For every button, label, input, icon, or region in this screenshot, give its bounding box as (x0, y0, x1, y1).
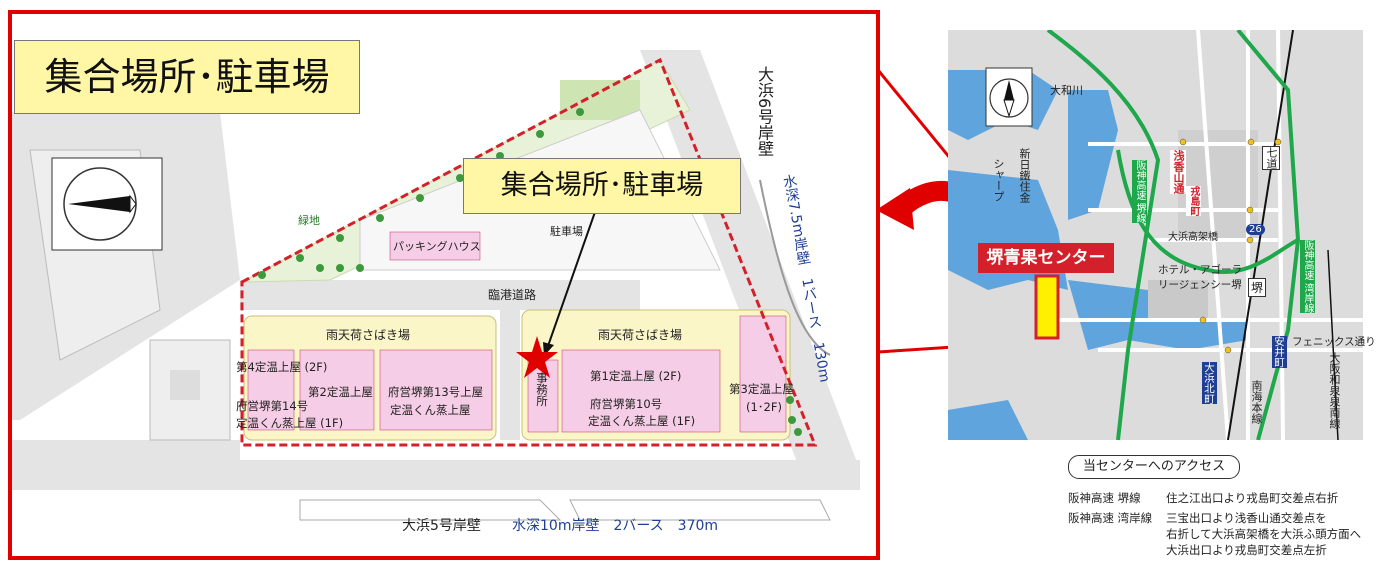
access-title: 当センターへのアクセス (1068, 455, 1240, 479)
label-hotel-b: リージェンシー堺 (1158, 279, 1242, 291)
label-shed-right: 雨天荷さばき場 (598, 328, 683, 342)
label-road: 臨港道路 (488, 288, 537, 302)
label-quay6: 大浜6号岸壁 (755, 66, 774, 157)
access-route: 阪神高速 堺線 (1068, 491, 1141, 505)
label-packing-house: パッキングハウス (393, 240, 481, 253)
label-sharp: シャープ (992, 158, 1005, 202)
access-list: 阪神高速 堺線 住之江出口より戎島町交差点右折 阪神高速 湾岸線 三宝出口より浅… (1068, 490, 1386, 558)
label-nittetsu: 新日鐵住金 (1018, 148, 1031, 203)
map-title: 集合場所･駐車場 (14, 40, 360, 114)
site-marker (1034, 274, 1060, 340)
label-warehouse13b: 定温くん蒸上屋 (390, 403, 471, 417)
label-hanshin-sakai: 阪神高速 堺線 (1132, 160, 1147, 224)
access-desc: 住之江出口より戎島町交差点右折 (1166, 491, 1339, 505)
access-desc: 三宝出口より浅香山通交差点を 右折して大浜高架橋を大浜ふ頭方面へ 大浜出口より戎… (1166, 511, 1362, 557)
label-warehouse10a: 府営堺第10号 (590, 397, 663, 411)
right-area-map (948, 30, 1363, 440)
compass-icon (51, 157, 163, 251)
label-warehouse2: 第2定温上屋 (308, 385, 373, 399)
label-warehouse3a: 第3定温上屋 (729, 382, 794, 396)
label-sakai: 堺 (1248, 278, 1267, 297)
label-route7: 七道 (1262, 146, 1280, 170)
label-nankai: 南海本線 (1250, 380, 1263, 424)
label-warehouse4: 第4定温上屋 (2F) (236, 360, 328, 374)
access-route: 阪神高速 湾岸線 (1068, 511, 1153, 525)
label-route26: 26 (1246, 224, 1265, 235)
label-shiromacho: 戎島町 (1186, 186, 1201, 216)
label-berth-bottom: 水深10m岸壁 2バース 370m (512, 518, 719, 534)
compass-icon (985, 67, 1033, 127)
label-warehouse14a: 府営堺第14号 (236, 399, 309, 413)
left-site-map (8, 10, 880, 560)
callout-label: 集合場所･駐車場 (463, 158, 741, 214)
label-hanshin-wangan: 阪神高速 湾岸線 (1300, 240, 1315, 314)
label-warehouse3b: (1･2F) (746, 400, 782, 414)
access-item: 阪神高速 堺線 住之江出口より戎島町交差点右折 (1068, 490, 1386, 506)
label-hotel-a: ホテル・アゴーラ (1158, 264, 1242, 276)
label-river: 大和川 (1050, 84, 1083, 97)
label-warehouse14b: 定温くん蒸上屋 (1F) (236, 416, 344, 430)
label-yasui: 安井町 (1272, 336, 1287, 368)
label-bridge: 大浜高架橋 (1168, 232, 1218, 243)
label-warehouse10b: 定温くん蒸上屋 (1F) (588, 414, 696, 428)
access-item: 阪神高速 湾岸線 三宝出口より浅香山通交差点を 右折して大浜高架橋を大浜ふ頭方面… (1068, 510, 1386, 558)
label-phoenix: フェニックス通り (1292, 336, 1376, 348)
star-marker-icon (516, 336, 558, 378)
label-green: 緑地 (298, 214, 320, 227)
label-ohama-kita: 大浜北町 (1202, 362, 1217, 404)
label-asaka: 浅香山通 (1170, 150, 1186, 194)
label-office: 事務所 (535, 372, 549, 407)
center-label: 堺青果センター (978, 243, 1114, 273)
label-shed-left: 雨天荷さばき場 (326, 328, 411, 342)
label-hanwa: 大阪和泉泉南線 (1328, 352, 1341, 429)
label-warehouse13a: 府営堺第13号上屋 (388, 385, 484, 399)
label-quay5: 大浜5号岸壁 (402, 518, 481, 534)
label-parking: 駐車場 (550, 225, 583, 238)
label-warehouse1: 第1定温上屋 (2F) (590, 369, 682, 383)
